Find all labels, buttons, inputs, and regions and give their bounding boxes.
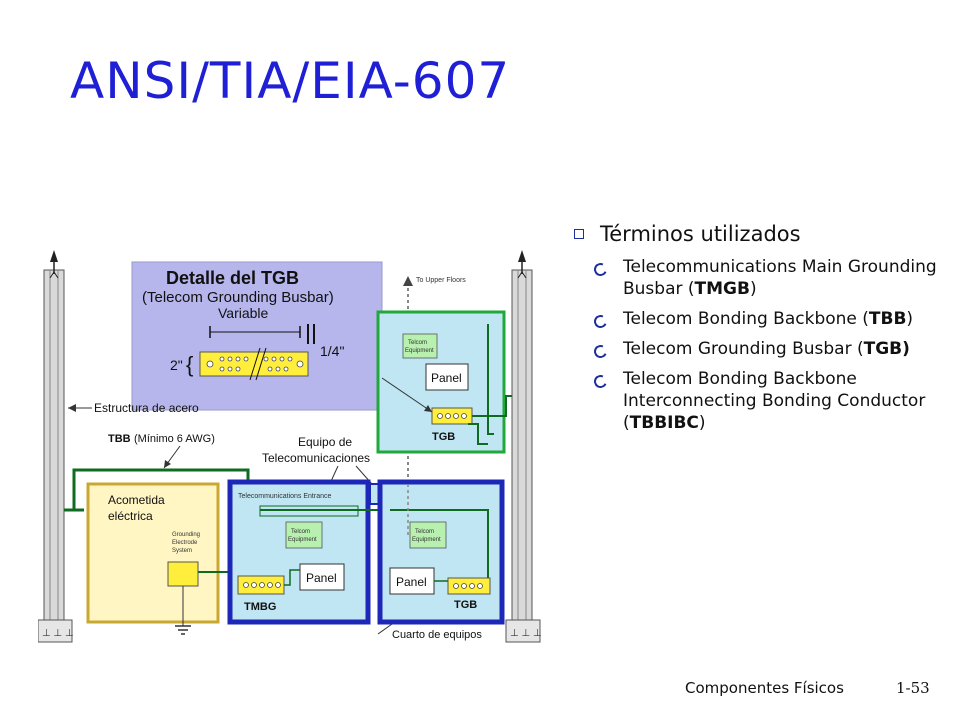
svg-text:⊥ ⊥ ⊥: ⊥ ⊥ ⊥ <box>42 628 74 639</box>
svg-text:Telcom: Telcom <box>415 529 434 535</box>
svg-text:Equipment: Equipment <box>288 537 317 543</box>
telecom-entrance-room: Telecommunications Entrance Telcom Equip… <box>227 479 371 625</box>
equipment-room: Telcom Equipment Panel TGB <box>377 479 505 625</box>
term-item-tmgb: Telecommunications Main Grounding Busbar… <box>592 256 944 300</box>
grounding-diagram: ⊥ ⊥ ⊥ ⊥ ⊥ ⊥ Detalle del TGB (Telecom Gro… <box>38 250 542 643</box>
term-item-tgb: Telecom Grounding Busbar (TGB) <box>592 338 944 360</box>
upper-floor-room: Telcom Equipment Panel TGB <box>376 310 512 454</box>
left-steel-column: ⊥ ⊥ ⊥ <box>38 250 74 643</box>
equipment-tgb-label: TGB <box>454 599 477 611</box>
acometida-label-1: Acometida <box>108 493 165 507</box>
tmbg-label: TMBG <box>244 601 276 613</box>
tgb-detail-box: Detalle del TGB (Telecom Grounding Busba… <box>131 261 383 411</box>
equipo-label-1: Equipo de <box>298 435 352 449</box>
upper-tgb-label: TGB <box>432 431 455 443</box>
circle-bullet-icon <box>592 343 609 360</box>
variable-label: Variable <box>218 305 269 321</box>
acometida-label-2: eléctrica <box>108 509 153 523</box>
tbb-label: TBB <box>108 433 131 445</box>
slide-title: ANSI/TIA/EIA-607 <box>70 52 511 110</box>
equipment-panel-label: Panel <box>396 575 427 589</box>
page-number: 1-53 <box>896 679 930 697</box>
upper-panel-label: Panel <box>431 371 462 385</box>
quarter-inch-label: 1/4" <box>320 343 344 359</box>
telecom-entrance-label: Telecommunications Entrance <box>238 493 331 500</box>
to-upper-floors-label: To Upper Floors <box>416 277 466 284</box>
estructura-label: Estructura de acero <box>94 401 199 415</box>
circle-bullet-icon <box>592 373 609 390</box>
terms-list: Términos utilizados Telecommunications M… <box>574 222 944 442</box>
entrance-panel-label: Panel <box>306 571 337 585</box>
term-item-tbbibc: Telecom Bonding Backbone Interconnecting… <box>592 368 944 434</box>
svg-text:{: { <box>186 352 193 377</box>
svg-text:Electrode: Electrode <box>172 540 198 546</box>
square-bullet-icon <box>574 229 584 239</box>
svg-text:Telcom: Telcom <box>291 529 310 535</box>
svg-text:Equipment: Equipment <box>412 537 441 543</box>
svg-text:Grounding: Grounding <box>172 532 200 538</box>
cuarto-label: Cuarto de equipos <box>392 629 482 641</box>
term-item-tbb: Telecom Bonding Backbone (TBB) <box>592 308 944 330</box>
slide-footer: Componentes Físicos <box>685 679 844 697</box>
terms-heading: Términos utilizados <box>574 222 944 246</box>
two-inch-label: 2" <box>170 357 183 373</box>
circle-bullet-icon <box>592 313 609 330</box>
svg-text:⊥ ⊥ ⊥: ⊥ ⊥ ⊥ <box>510 628 542 639</box>
circle-bullet-icon <box>592 261 609 278</box>
tbb-note: (Mínimo 6 AWG) <box>134 433 215 445</box>
equipo-label-2: Telecomunicaciones <box>262 451 370 465</box>
svg-text:System: System <box>172 548 192 554</box>
svg-text:Telcom: Telcom <box>408 340 427 346</box>
detail-subtitle: (Telecom Grounding Busbar) <box>142 289 334 306</box>
svg-text:Equipment: Equipment <box>405 348 434 354</box>
detail-title: Detalle del TGB <box>166 268 299 288</box>
acometida-electrica-box: Acometida eléctrica Grounding Electrode … <box>86 482 220 635</box>
right-steel-column: ⊥ ⊥ ⊥ <box>505 250 542 643</box>
